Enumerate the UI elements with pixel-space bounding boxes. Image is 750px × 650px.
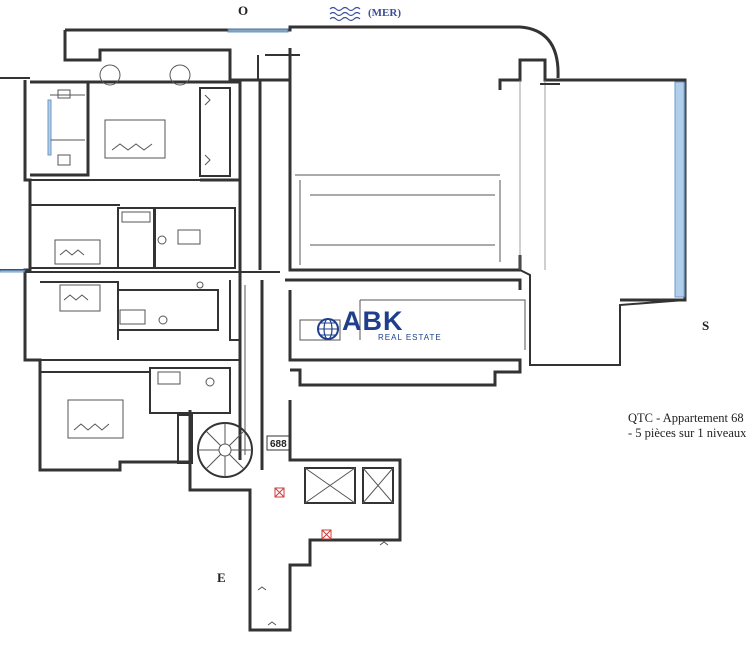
bathroom-3 (117, 289, 219, 331)
terrace (519, 83, 686, 366)
abk-logo: ABK REAL ESTATE (317, 306, 442, 342)
bathroom-1 (30, 80, 90, 177)
bathroom-2 (117, 207, 155, 269)
plan-caption: QTC - Appartement 68 - 5 pièces sur 1 ni… (628, 411, 746, 441)
kitchen (285, 278, 522, 387)
terrace-glazing (674, 81, 686, 298)
sea-glazing (227, 28, 289, 33)
apartment-number-tag: 688 (266, 435, 290, 451)
upper-inner-wall (63, 30, 292, 82)
dressing-1 (199, 87, 231, 177)
caption-line-1: QTC - Appartement 68 (628, 411, 744, 425)
elevator-icon (304, 467, 394, 504)
compass-south: E (217, 570, 226, 585)
entrance-hall (188, 400, 402, 632)
spiral-staircase-icon (197, 422, 253, 478)
compass-east: S (702, 318, 709, 333)
west-facade (23, 80, 190, 472)
central-corridor (238, 80, 264, 470)
globe-icon (317, 318, 339, 340)
logo-tagline: REAL ESTATE (378, 333, 442, 342)
wave-icon (329, 6, 361, 22)
compass-north: O (238, 3, 248, 18)
living-room (288, 48, 687, 302)
bathroom-4 (149, 367, 231, 414)
caption-line-2: - 5 pièces sur 1 niveaux (628, 426, 747, 440)
fire-alarm-icon (274, 487, 332, 540)
north-facade (65, 25, 560, 79)
sea-label: (MER) (368, 7, 401, 19)
bedroom-1 (88, 80, 242, 182)
apartment-number: 688 (270, 439, 287, 450)
logo-name: ABK (342, 306, 404, 336)
